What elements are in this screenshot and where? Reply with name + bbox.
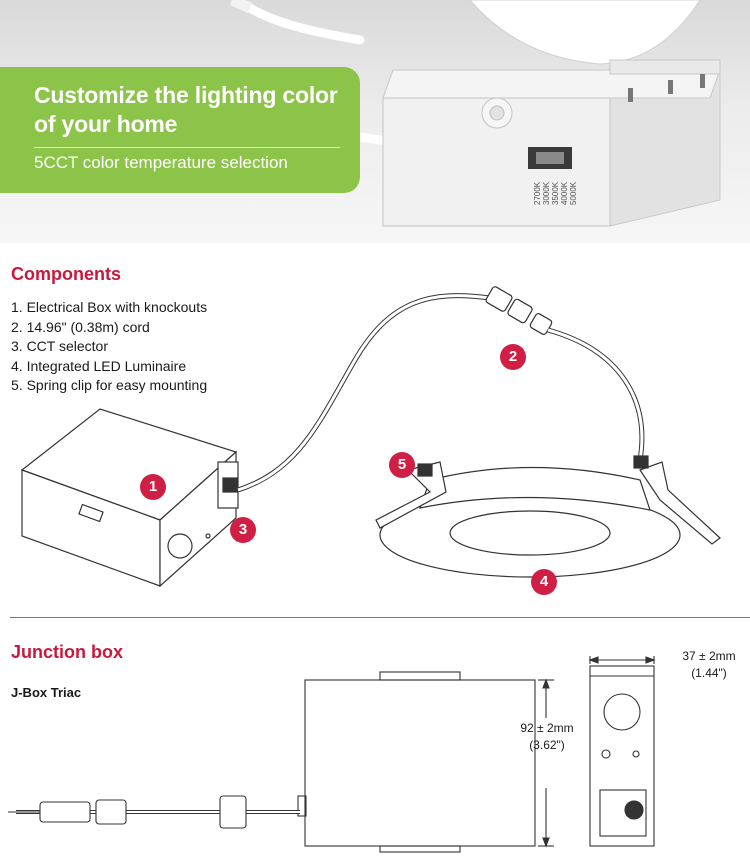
banner-title: Customize the lighting color of your hom… bbox=[34, 81, 354, 139]
height-dimension: 92 ± 2mm (3.62") bbox=[502, 720, 592, 754]
cct-label-3500: 3500K bbox=[551, 181, 560, 205]
callout-badge-5: 5 bbox=[389, 452, 415, 478]
banner-subtitle: 5CCT color temperature selection bbox=[34, 153, 288, 172]
junction-heading: Junction box bbox=[11, 642, 123, 662]
cct-label-2700: 2700K bbox=[533, 181, 542, 205]
list-item: 1. Electrical Box with knockouts bbox=[11, 299, 208, 315]
banner-panel: Customize the lighting color of your hom… bbox=[0, 67, 360, 193]
callout-badge-1: 1 bbox=[140, 474, 166, 500]
junction-subheading: J-Box Triac bbox=[11, 685, 82, 700]
product-photo: 2700K 3000K 3500K 4000K 5000K bbox=[229, 0, 721, 227]
depth-dimension: 37 ± 2mm (1.44") bbox=[668, 648, 750, 682]
callout-badge-3: 3 bbox=[230, 517, 256, 543]
components-diagram bbox=[20, 286, 721, 588]
hero-banner: 2700K 3000K 3500K 4000K 5000K Customize … bbox=[0, 0, 750, 243]
callout-badge-2: 2 bbox=[500, 344, 526, 370]
list-item: 3. CCT selector bbox=[11, 338, 108, 354]
list-item: 4. Integrated LED Luminaire bbox=[11, 357, 187, 374]
depth-dimension-mm: 37 ± 2mm bbox=[682, 649, 736, 663]
cct-label-5000: 5000K bbox=[569, 181, 578, 205]
depth-dimension-in: (1.44") bbox=[691, 666, 727, 680]
list-item: 5. Spring clip for easy mounting bbox=[11, 377, 208, 393]
height-dimension-in: (3.62") bbox=[529, 738, 565, 752]
components-heading: Components bbox=[11, 264, 121, 284]
cct-label-3000: 3000K bbox=[542, 181, 551, 205]
callout-badge-4: 4 bbox=[531, 569, 557, 595]
list-item: 2. 14.96" (0.38m) cord bbox=[11, 318, 150, 335]
components-list: 1. Electrical Box with knockouts 2. 14.9… bbox=[11, 298, 207, 396]
section-divider bbox=[10, 617, 750, 618]
height-dimension-mm: 92 ± 2mm bbox=[520, 721, 574, 735]
banner-title-line-1: Customize the lighting color bbox=[34, 82, 338, 108]
cct-label-4000: 4000K bbox=[560, 181, 569, 205]
banner-divider bbox=[34, 147, 340, 148]
banner-title-line-2: of your home bbox=[34, 111, 178, 137]
